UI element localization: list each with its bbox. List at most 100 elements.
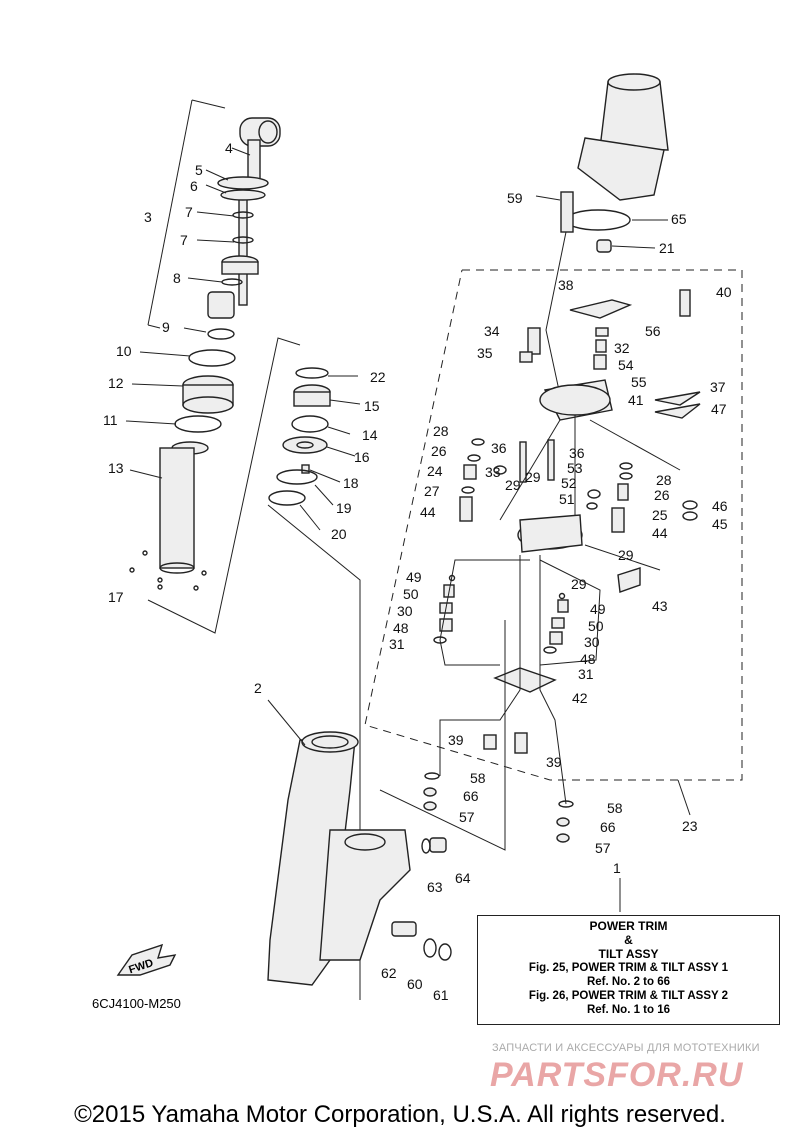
callout-49b: 49 — [590, 601, 606, 617]
callout-54: 54 — [618, 357, 634, 373]
callout-14: 14 — [362, 427, 378, 443]
callout-29c: 29 — [618, 547, 634, 563]
callout-17: 17 — [108, 589, 124, 605]
callout-7b: 7 — [180, 232, 188, 248]
callout-33: 33 — [485, 464, 501, 480]
callout-37: 37 — [710, 379, 726, 395]
callout-44a: 44 — [420, 504, 436, 520]
callout-40: 40 — [716, 284, 732, 300]
callout-26a: 26 — [431, 443, 447, 459]
callouts: 1 2 3 4 5 6 7 7 8 9 10 11 12 13 15 14 16… — [103, 140, 732, 1003]
callout-39a: 39 — [448, 732, 464, 748]
callout-28b: 28 — [656, 472, 672, 488]
callout-36b: 36 — [569, 445, 585, 461]
callout-34: 34 — [484, 323, 500, 339]
callout-30b: 30 — [584, 634, 600, 650]
callout-29a: 29 — [525, 469, 541, 485]
callout-47: 47 — [711, 401, 727, 417]
trim-motor — [535, 73, 669, 396]
callout-5: 5 — [195, 162, 203, 178]
copyright-notice: ©2015 Yamaha Motor Corporation, U.S.A. A… — [74, 1101, 726, 1128]
callout-16: 16 — [354, 449, 370, 465]
callout-50a: 50 — [403, 586, 419, 602]
callout-48b: 48 — [580, 651, 596, 667]
callout-24: 24 — [427, 463, 443, 479]
callout-50b: 50 — [588, 618, 604, 634]
exploded-parts-drawing: 1 2 3 4 5 6 7 7 8 9 10 11 12 13 15 14 16… — [103, 73, 743, 1003]
callout-59: 59 — [507, 190, 523, 206]
callout-66b: 66 — [600, 819, 616, 835]
callout-9: 9 — [162, 319, 170, 335]
callout-4: 4 — [225, 140, 233, 156]
callout-8: 8 — [173, 270, 181, 286]
callout-18: 18 — [343, 475, 359, 491]
callout-55: 55 — [631, 374, 647, 390]
callout-25: 25 — [652, 507, 668, 523]
callout-61: 61 — [433, 987, 449, 1003]
ref-title-2: & — [624, 933, 633, 947]
ref-fig2-range: Ref. No. 1 to 16 — [586, 1004, 671, 1016]
callout-64: 64 — [455, 870, 471, 886]
callout-3: 3 — [144, 209, 152, 225]
callout-44b: 44 — [652, 525, 668, 541]
reference-box: POWER TRIM & TILT ASSY Fig. 25, POWER TR… — [477, 915, 780, 1025]
callout-30a: 30 — [397, 603, 413, 619]
callout-39b: 39 — [546, 754, 562, 770]
callout-57a: 57 — [459, 809, 475, 825]
fwd-arrow-icon — [116, 943, 177, 976]
callout-12: 12 — [108, 375, 124, 391]
callout-48a: 48 — [393, 620, 409, 636]
callout-20: 20 — [331, 526, 347, 542]
callout-10: 10 — [116, 343, 132, 359]
callout-38: 38 — [558, 277, 574, 293]
callout-6: 6 — [190, 178, 198, 194]
callout-19: 19 — [336, 500, 352, 516]
diagram-code: 6CJ4100-M250 — [92, 996, 181, 1011]
ref-fig2: Fig. 26, POWER TRIM & TILT ASSY 2 — [528, 990, 729, 1002]
callout-66a: 66 — [463, 788, 479, 804]
callout-13: 13 — [108, 460, 124, 476]
ref-fig1-range: Ref. No. 2 to 66 — [586, 976, 671, 988]
callout-46: 46 — [712, 498, 728, 514]
callout-35: 35 — [477, 345, 493, 361]
callout-60: 60 — [407, 976, 423, 992]
callout-23: 23 — [682, 818, 698, 834]
tilt-cylinder-housing — [116, 620, 621, 986]
callout-43: 43 — [652, 598, 668, 614]
callout-1: 1 — [613, 860, 621, 876]
callout-11: 11 — [103, 412, 118, 428]
callout-42: 42 — [572, 690, 588, 706]
watermark-logo: PARTSFOR.RU — [490, 1056, 744, 1094]
callout-58b: 58 — [607, 800, 623, 816]
callout-57b: 57 — [595, 840, 611, 856]
callout-21: 21 — [659, 240, 675, 256]
callout-41: 41 — [628, 392, 644, 408]
ref-title-1: POWER TRIM — [589, 919, 668, 933]
callout-51: 51 — [559, 491, 575, 507]
callout-65: 65 — [671, 211, 687, 227]
callout-26b: 26 — [654, 487, 670, 503]
callout-29d: 29 — [571, 576, 587, 592]
callout-53: 53 — [567, 460, 583, 476]
callout-27: 27 — [424, 483, 440, 499]
callout-22: 22 — [370, 369, 386, 385]
trim-ram-assembly — [125, 99, 301, 634]
callout-58a: 58 — [470, 770, 486, 786]
callout-31a: 31 — [389, 636, 405, 652]
ref-title-3: TILT ASSY — [598, 947, 659, 961]
callout-63: 63 — [427, 879, 443, 895]
callout-62: 62 — [381, 965, 397, 981]
callout-29b: 29 — [505, 477, 521, 493]
ref-fig1: Fig. 25, POWER TRIM & TILT ASSY 1 — [528, 962, 729, 974]
callout-15: 15 — [364, 398, 380, 414]
callout-31b: 31 — [578, 666, 594, 682]
pump-group — [364, 269, 743, 843]
callout-49a: 49 — [406, 569, 422, 585]
callout-28a: 28 — [433, 423, 449, 439]
callout-2: 2 — [254, 680, 262, 696]
callout-32: 32 — [614, 340, 630, 356]
callout-56: 56 — [645, 323, 661, 339]
watermark-tagline: ЗАПЧАСТИ И АКСЕССУАРЫ ДЛЯ МОТОТЕХНИКИ — [492, 1042, 760, 1054]
callout-7a: 7 — [185, 204, 193, 220]
